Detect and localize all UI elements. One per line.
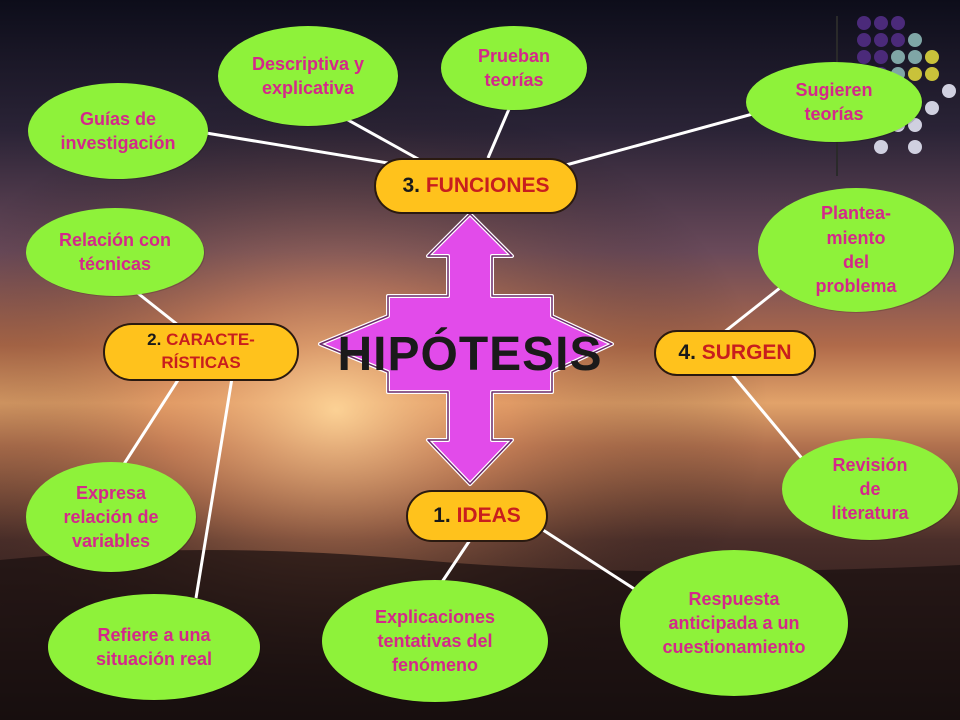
decor-dot bbox=[874, 16, 888, 30]
category-label: FUNCIONES bbox=[425, 174, 550, 197]
decor-dot bbox=[925, 50, 939, 64]
decor-dot bbox=[908, 33, 922, 47]
category-number: 2. bbox=[147, 330, 162, 350]
node-relacion-tecnicas: Relación con técnicas bbox=[26, 208, 204, 296]
category-label: CARACTE- RÍSTICAS bbox=[161, 330, 255, 372]
node-label: Guías de investigación bbox=[60, 108, 176, 153]
node-respuesta: Respuesta anticipada a un cuestionamient… bbox=[620, 550, 848, 696]
decor-dot bbox=[942, 84, 956, 98]
node-revision: Revisión de literatura bbox=[782, 438, 958, 540]
category-number: 3. bbox=[402, 174, 420, 197]
decor-dot bbox=[874, 50, 888, 64]
connector-line bbox=[194, 377, 234, 599]
four-way-arrow-icon bbox=[318, 212, 614, 486]
category-number: 4. bbox=[678, 341, 696, 364]
connector-line bbox=[542, 528, 637, 592]
node-label: Explicaciones tentativas del fenómeno bbox=[374, 606, 496, 676]
central-title: HIPÓTESIS bbox=[337, 327, 603, 381]
category-caracteristicas: 2. CARACTE- RÍSTICAS bbox=[103, 323, 299, 381]
category-ideas: 1. IDEAS bbox=[406, 490, 548, 542]
node-descriptiva: Descriptiva y explicativa bbox=[218, 26, 398, 126]
node-refiere: Refiere a una situación real bbox=[48, 594, 260, 700]
node-label: Plantea- miento del problema bbox=[815, 203, 897, 297]
decor-dot bbox=[891, 16, 905, 30]
decor-dot bbox=[891, 50, 905, 64]
decor-dot bbox=[874, 33, 888, 47]
decor-dot bbox=[857, 33, 871, 47]
connector-line bbox=[438, 539, 472, 586]
node-planteamiento: Plantea- miento del problema bbox=[758, 188, 954, 312]
connector-line bbox=[113, 379, 180, 479]
node-guias: Guías de investigación bbox=[28, 83, 208, 179]
decor-dot bbox=[925, 101, 939, 115]
category-number: 1. bbox=[433, 504, 451, 527]
node-label: Respuesta anticipada a un cuestionamient… bbox=[662, 588, 806, 658]
node-sugieren: Sugieren teorías bbox=[746, 62, 922, 142]
connector-line bbox=[565, 110, 761, 167]
decor-dot bbox=[891, 33, 905, 47]
node-label: Relación con técnicas bbox=[58, 229, 172, 274]
category-label: IDEAS bbox=[456, 504, 521, 527]
decor-dot bbox=[908, 140, 922, 154]
category-label: SURGEN bbox=[701, 341, 792, 364]
connector-line bbox=[486, 101, 514, 159]
node-label: Refiere a una situación real bbox=[95, 624, 213, 669]
decor-dot bbox=[908, 118, 922, 132]
connector-line bbox=[199, 130, 389, 165]
node-expresa: Expresa relación de variables bbox=[26, 462, 196, 572]
node-prueban: Prueban teorías bbox=[441, 26, 587, 110]
decor-dot bbox=[857, 50, 871, 64]
decor-dot bbox=[874, 140, 888, 154]
node-label: Sugieren teorías bbox=[795, 79, 873, 124]
node-label: Prueban teorías bbox=[477, 45, 551, 90]
decor-dot bbox=[908, 67, 922, 81]
decor-dot bbox=[857, 16, 871, 30]
node-label: Expresa relación de variables bbox=[63, 482, 159, 552]
decor-dot bbox=[908, 50, 922, 64]
node-label: Descriptiva y explicativa bbox=[251, 53, 365, 98]
category-funciones: 3. FUNCIONES bbox=[374, 158, 578, 214]
category-surgen: 4. SURGEN bbox=[654, 330, 816, 376]
connector-line bbox=[728, 371, 807, 463]
decor-dot bbox=[925, 67, 939, 81]
node-label: Revisión de literatura bbox=[831, 454, 909, 524]
node-explicaciones: Explicaciones tentativas del fenómeno bbox=[322, 580, 548, 702]
